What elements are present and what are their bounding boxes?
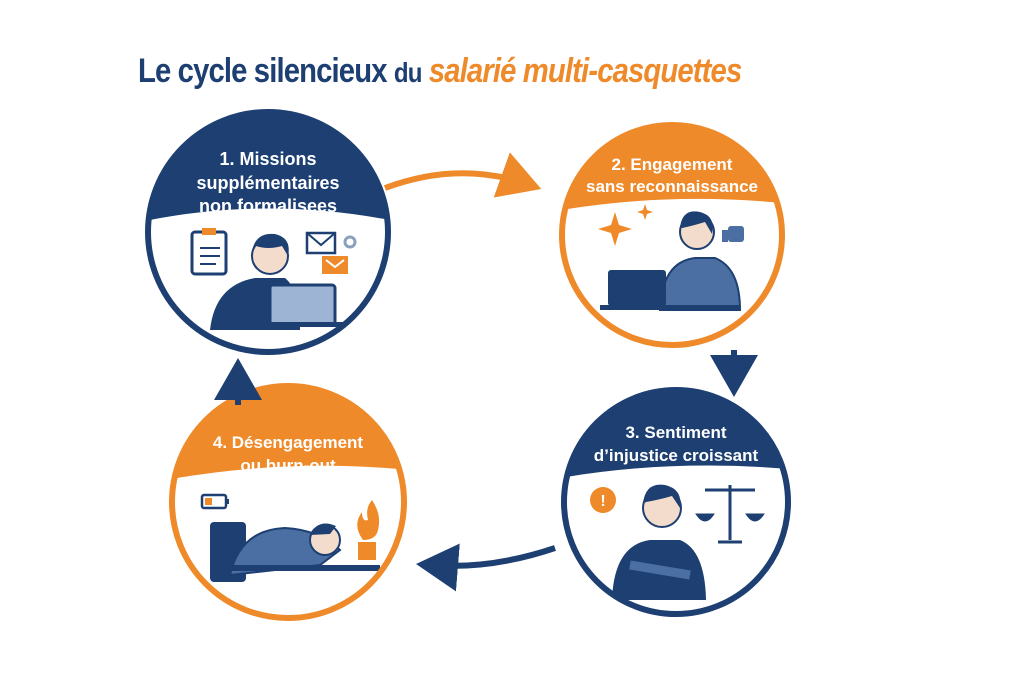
step-1-line2: supplémentaires bbox=[196, 173, 339, 193]
step-4-line2: ou burn-out bbox=[240, 456, 336, 475]
step-1-title: 1. Missions bbox=[219, 149, 316, 169]
step-2-title: 2. Engagement bbox=[612, 155, 733, 174]
step-1-line3: non formalisees bbox=[199, 196, 337, 216]
frustrated-worker-illustration bbox=[612, 484, 706, 600]
step-3-title: 3. Sentiment bbox=[625, 423, 726, 442]
stressed-worker-illustration bbox=[210, 233, 360, 330]
sparkle-icon bbox=[598, 204, 653, 246]
title-accent: salarié multi-casquettes bbox=[428, 52, 742, 90]
exhausted-worker-illustration bbox=[210, 522, 380, 582]
step-3-circle: ! 3. Sentiment d’injustice croissant bbox=[561, 387, 791, 617]
step-3-line2: d’injustice croissant bbox=[594, 446, 759, 465]
thumbs-up-icon bbox=[722, 226, 744, 242]
step-4-circle: 4. Désengagement ou burn-out bbox=[169, 383, 407, 621]
fire-icon bbox=[357, 500, 380, 560]
arrow-step1-to-step2 bbox=[383, 152, 542, 198]
envelope-icon bbox=[305, 231, 337, 255]
arrow-step3-to-step4 bbox=[416, 543, 556, 592]
step-2-line2: sans reconnaissance bbox=[586, 177, 758, 196]
step-2-circle: 2. Engagement sans reconnaissance bbox=[559, 122, 785, 348]
gear-icon bbox=[343, 235, 357, 249]
title-connector: du bbox=[393, 57, 423, 88]
envelope-orange-icon bbox=[322, 256, 348, 274]
diagram-title: Le cycle silencieux du salarié multi-cas… bbox=[138, 52, 742, 91]
low-battery-icon bbox=[200, 493, 229, 510]
step-1-circle: 1. Missions supplémentaires non formalisee… bbox=[145, 109, 391, 355]
engaged-worker-illustration bbox=[600, 211, 742, 311]
step-4-title: 4. Désengagement bbox=[213, 433, 364, 452]
alert-icon: ! bbox=[590, 487, 616, 513]
title-main: Le cycle silencieux bbox=[138, 52, 387, 90]
clipboard-icon bbox=[190, 228, 228, 276]
svg-text:!: ! bbox=[600, 493, 605, 510]
scales-of-justice-icon bbox=[695, 485, 765, 544]
